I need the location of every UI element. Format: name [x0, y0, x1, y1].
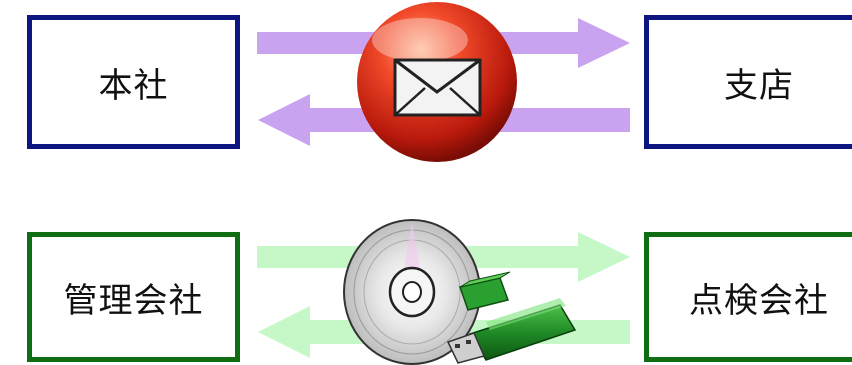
box-label: 本社 [99, 58, 169, 107]
box-label: 支店 [724, 58, 794, 107]
box-label: 点検会社 [689, 273, 829, 322]
mail-envelope-icon [357, 2, 517, 162]
box-management-company: 管理会社 [27, 232, 240, 362]
box-branch-office: 支店 [644, 15, 852, 149]
box-inspection-company: 点検会社 [644, 232, 852, 362]
box-head-office: 本社 [27, 15, 240, 149]
box-label: 管理会社 [64, 273, 204, 322]
